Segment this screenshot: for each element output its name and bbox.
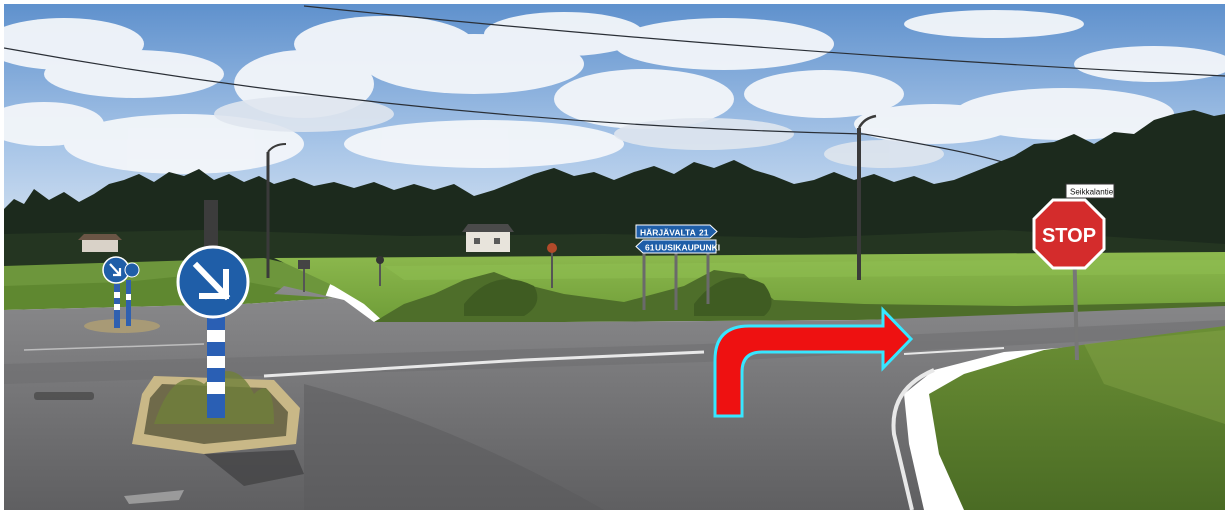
- turn-right-arrow-icon: [713, 306, 914, 418]
- stop-sign: Seikkalantie STOP: [1032, 183, 1115, 361]
- direction-sign-uusikaupunki: 61 UUSIKAUPUNKI: [635, 239, 720, 254]
- right-verge: [929, 326, 1225, 510]
- harjavalta-distance: 21: [699, 228, 709, 238]
- light-poles: [266, 114, 877, 280]
- stop-sign-text: STOP: [1042, 225, 1096, 247]
- left-verge: [4, 274, 334, 310]
- keep-right-sign-small: [102, 256, 140, 328]
- forest: [4, 110, 1225, 266]
- small-island: [84, 319, 160, 333]
- distant-signs: [298, 243, 557, 292]
- photo-frame: HÄRJÄVALTA 21 61 UUSIKAUPUNKI Seikkalant…: [4, 4, 1225, 510]
- harjavalta-label: HÄRJÄVALTA: [640, 228, 696, 238]
- intersection-photo: HÄRJÄVALTA 21 61 UUSIKAUPUNKI Seikkalant…: [4, 4, 1225, 510]
- house: [462, 224, 514, 252]
- direction-sign-post: [642, 252, 710, 310]
- farm-building: [78, 234, 122, 252]
- road-markings: [23, 343, 1005, 510]
- street-name-sign: Seikkalantie: [1070, 188, 1114, 197]
- uusikaupunki-route: 61: [645, 243, 655, 253]
- direction-sign-harjavalta: HÄRJÄVALTA 21: [635, 224, 718, 239]
- uusikaupunki-label: UUSIKAUPUNKI: [655, 243, 720, 253]
- keep-right-sign: [176, 200, 250, 418]
- bushes: [374, 270, 1225, 322]
